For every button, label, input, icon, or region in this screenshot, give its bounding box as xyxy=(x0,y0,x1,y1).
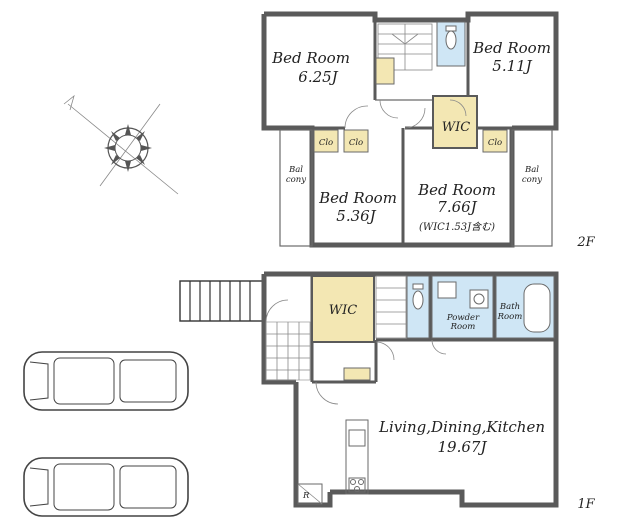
bed-room-nw-size: 6.25J xyxy=(298,68,338,86)
wic-1f xyxy=(311,275,375,343)
closet-1-label: Clo xyxy=(319,138,333,148)
car-icon xyxy=(23,351,189,411)
entrance-tile xyxy=(265,321,311,381)
closet-2-label: Clo xyxy=(349,138,363,148)
bed-room-ne-name: Bed Room xyxy=(472,39,551,57)
wic-2f-label: WIC xyxy=(442,120,470,135)
bed-room-se-size: 7.66J xyxy=(437,198,477,216)
bath-room-label-2: Room xyxy=(497,312,523,322)
floor-label-1f: 1F xyxy=(577,497,595,512)
compass-icon xyxy=(63,94,179,195)
toilet-icon xyxy=(436,21,466,67)
first-floor xyxy=(179,271,559,508)
wic-1f-label: WIC xyxy=(329,303,357,318)
stairs-icon xyxy=(375,275,407,339)
bed-room-nw-name: Bed Room xyxy=(271,49,350,67)
car-icon xyxy=(23,457,189,517)
wic-2f xyxy=(432,95,478,149)
powder-room-label-1: Powder xyxy=(446,313,480,323)
bed-room-sw-size: 5.36J xyxy=(336,207,376,225)
ldk-name: Living,Dining,Kitchen xyxy=(378,418,545,436)
kitchen-counter xyxy=(345,419,369,495)
refrigerator xyxy=(297,483,323,505)
bed-room-sw-name: Bed Room xyxy=(318,189,397,207)
stairs-icon xyxy=(377,23,433,71)
balcony-right-label-2: cony xyxy=(522,175,542,185)
bed-room-se-name: Bed Room xyxy=(417,181,496,199)
refrigerator-mark: R xyxy=(302,491,310,501)
balcony-left xyxy=(279,129,313,247)
floor-label-2f: 2F xyxy=(576,235,595,250)
bath-room-label-1: Bath xyxy=(499,302,520,312)
balcony-left-label-2: cony xyxy=(286,175,306,185)
second-floor xyxy=(261,11,559,248)
bed-room-ne-size: 5.11J xyxy=(492,57,532,75)
ldk-size: 19.67J xyxy=(438,438,488,456)
toilet-icon xyxy=(406,275,430,339)
balcony-right xyxy=(511,129,553,247)
powder-room-label-2: Room xyxy=(450,322,476,332)
balcony-right-label-1: Bal xyxy=(524,165,539,175)
closet-3-label: Clo xyxy=(488,138,502,148)
bed-room-se-note: (WIC1.53J含む) xyxy=(419,221,495,233)
stairs-icon xyxy=(179,280,265,322)
balcony-left-label-1: Bal xyxy=(288,165,303,175)
